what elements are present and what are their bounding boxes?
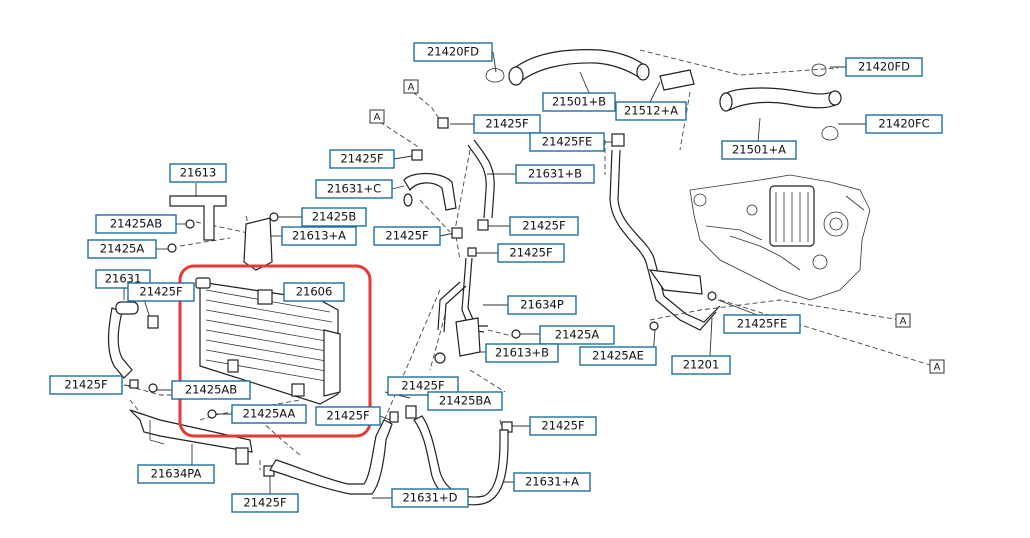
part-label: 21425AB [171, 380, 251, 400]
svg-text:21425A: 21425A [555, 328, 600, 342]
svg-text:21634PA: 21634PA [151, 467, 202, 481]
part-label: 21613 [169, 163, 227, 183]
part-label: 21425F [329, 149, 395, 169]
parts [107, 49, 871, 506]
svg-text:21425AE: 21425AE [592, 349, 644, 363]
svg-text:21425F: 21425F [340, 152, 383, 166]
part-label: 21420FD [845, 57, 923, 77]
svg-text:21634P: 21634P [520, 298, 564, 312]
part-label: 21631+C [315, 179, 393, 199]
part-label: 21425AA [231, 404, 307, 424]
part-label: 21425AE [579, 346, 657, 366]
hose-21501b [511, 49, 646, 83]
svg-text:21631+B: 21631+B [528, 167, 582, 181]
svg-text:21425A: 21425A [100, 242, 145, 256]
svg-text:21613: 21613 [180, 166, 217, 180]
part-label: 21425F [387, 376, 459, 396]
part-label: 21501+B [542, 92, 616, 112]
hose-21501a [721, 87, 839, 111]
part-label: 21425FE [529, 132, 605, 152]
svg-text:21425FE: 21425FE [737, 317, 787, 331]
bracket-21634pa [129, 409, 253, 453]
ref-marker-a: A [929, 359, 945, 374]
bracket-21613a [243, 217, 273, 271]
svg-text:21425F: 21425F [485, 117, 528, 131]
part-label: 21420FD [413, 42, 493, 62]
part-label: 21425F [497, 243, 565, 263]
svg-text:21425F: 21425F [139, 285, 182, 299]
ref-marker-a: A [369, 109, 385, 124]
svg-text:21425AB: 21425AB [110, 217, 162, 231]
oil-cooler-21606 [195, 277, 341, 405]
part-label: 21201 [671, 355, 731, 375]
part-label: 21425F [231, 493, 299, 513]
part-label: 21634P [507, 295, 577, 315]
svg-text:21631+A: 21631+A [525, 475, 579, 489]
svg-text:21631: 21631 [105, 272, 142, 286]
svg-text:A: A [934, 362, 941, 373]
svg-text:21420FD: 21420FD [427, 45, 479, 59]
svg-text:21201: 21201 [683, 358, 720, 372]
svg-text:21425F: 21425F [243, 496, 286, 510]
svg-text:A: A [408, 82, 415, 93]
part-label: 21425F [315, 406, 381, 426]
part-label: 21501+A [721, 140, 797, 160]
svg-text:21420FC: 21420FC [878, 117, 929, 131]
svg-text:21425F: 21425F [385, 229, 428, 243]
svg-text:A: A [374, 112, 381, 123]
part-label: 21425F [529, 416, 597, 436]
part-label: 21425B [301, 207, 367, 227]
svg-text:21425AA: 21425AA [243, 407, 296, 421]
part-label: 21512+A [615, 101, 687, 121]
part-label: 21613+A [281, 226, 357, 246]
part-label: 21425FE [723, 314, 801, 334]
part-label: 21425F [473, 114, 541, 134]
part-label: 21631+A [513, 472, 591, 492]
svg-text:21425AB: 21425AB [185, 383, 237, 397]
svg-text:21425B: 21425B [312, 210, 357, 224]
part-label: 21425F [373, 226, 441, 246]
part-label: 21425F [509, 216, 579, 236]
part-label: 21420FC [865, 114, 943, 134]
part-label: 21425F [49, 375, 123, 395]
part-label: 21425A [87, 239, 157, 259]
part-label: 21613+B [485, 343, 559, 363]
svg-text:21631+D: 21631+D [402, 491, 457, 505]
svg-text:21425F: 21425F [522, 219, 565, 233]
svg-text:21420FD: 21420FD [858, 60, 910, 74]
part-label: 21425F [127, 282, 195, 302]
svg-text:21512+A: 21512+A [624, 104, 678, 118]
svg-text:21501+B: 21501+B [552, 95, 606, 109]
svg-text:21425F: 21425F [541, 419, 584, 433]
part-label: 21425BA [427, 391, 503, 411]
svg-text:21613+B: 21613+B [495, 346, 549, 360]
svg-text:21425F: 21425F [64, 378, 107, 392]
svg-text:21425FE: 21425FE [542, 135, 592, 149]
ref-marker-a: A [403, 79, 419, 94]
ref-marker-a: A [895, 313, 911, 328]
svg-text:21606: 21606 [296, 285, 333, 299]
svg-text:21425F: 21425F [509, 246, 552, 260]
engine-outline [689, 174, 871, 301]
bracket-21613 [169, 195, 227, 241]
part-label: 21606 [283, 282, 345, 302]
svg-text:21631+C: 21631+C [327, 182, 381, 196]
part-label: 21425AB [95, 214, 177, 234]
part-label: 21631+B [515, 164, 595, 184]
highlight-box [178, 264, 372, 438]
svg-text:21613+A: 21613+A [292, 229, 346, 243]
part-label: 21634PA [137, 464, 215, 484]
svg-text:21425BA: 21425BA [439, 394, 491, 408]
hose-21512a [659, 69, 695, 91]
svg-text:21425F: 21425F [326, 409, 369, 423]
part-label: 21425A [539, 325, 615, 345]
svg-text:A: A [900, 316, 907, 327]
svg-text:21501+A: 21501+A [732, 143, 786, 157]
part-label: 21631+D [391, 488, 469, 508]
svg-text:21425F: 21425F [401, 379, 444, 393]
